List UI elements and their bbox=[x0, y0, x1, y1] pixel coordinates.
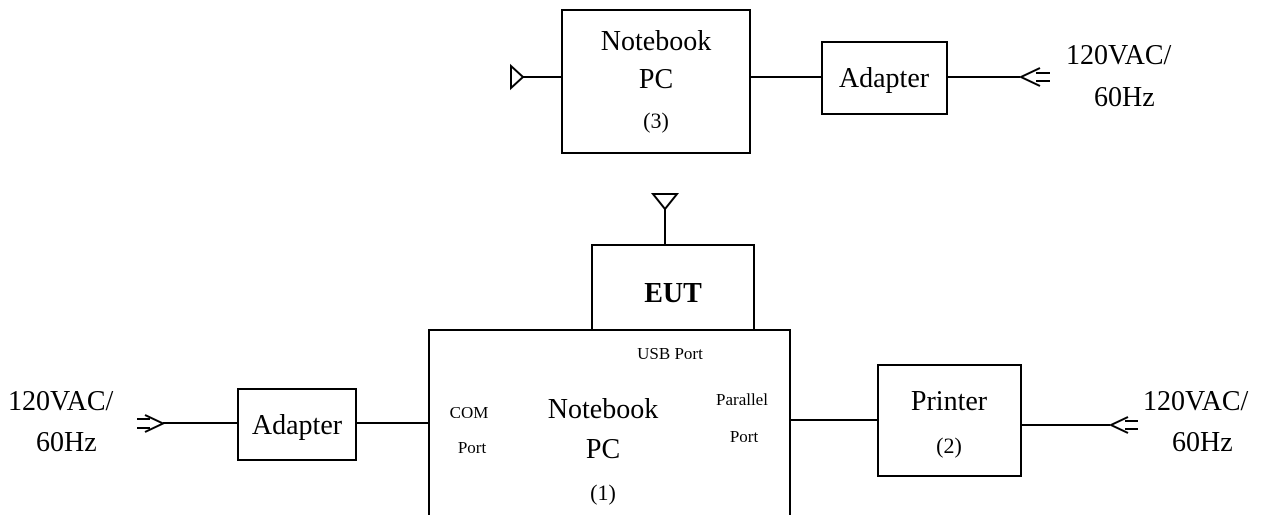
notebook-1-label-line1: Notebook bbox=[548, 394, 658, 425]
adapter-top-block: Adapter bbox=[821, 41, 948, 115]
notebook-3-label-line1: Notebook bbox=[601, 26, 711, 57]
com-port-label-line2: Port bbox=[458, 438, 487, 457]
power-left-line1: 120VAC/ bbox=[8, 386, 114, 417]
power-plug-top-icon bbox=[1018, 67, 1050, 87]
adapter-top-label: Adapter bbox=[839, 63, 930, 94]
power-right-line2: 60Hz bbox=[1172, 427, 1233, 458]
antenna-left-icon bbox=[510, 63, 562, 91]
printer-block: Printer (2) bbox=[877, 364, 1022, 477]
power-plug-left-icon bbox=[137, 414, 166, 433]
eut-block: EUT bbox=[591, 244, 755, 331]
antenna-eut-icon bbox=[650, 193, 680, 245]
printer-label: Printer bbox=[911, 386, 988, 417]
power-right-line1: 120VAC/ bbox=[1143, 386, 1249, 417]
notebook-1-index: (1) bbox=[590, 480, 616, 505]
parallel-port-label-line2: Port bbox=[730, 427, 759, 446]
com-port-label-line1: COM bbox=[450, 403, 489, 422]
printer-index: (2) bbox=[936, 433, 962, 458]
notebook-3-index: (3) bbox=[643, 108, 669, 133]
adapter-left-block: Adapter bbox=[237, 388, 357, 461]
adapter-left-label: Adapter bbox=[252, 410, 343, 441]
usb-port-label: USB Port bbox=[637, 344, 703, 363]
notebook-pc-3-block: Notebook PC (3) bbox=[561, 9, 751, 154]
power-top-line1: 120VAC/ bbox=[1066, 40, 1172, 71]
notebook-1-label-line2: PC bbox=[586, 434, 620, 465]
power-top-line2: 60Hz bbox=[1094, 82, 1155, 113]
notebook-3-label-line2: PC bbox=[639, 64, 673, 95]
parallel-port-label-line1: Parallel bbox=[716, 390, 768, 409]
notebook-pc-1-block: USB Port COM Port Notebook PC (1) Parall… bbox=[428, 329, 791, 515]
power-left-line2: 60Hz bbox=[36, 427, 97, 458]
eut-label: EUT bbox=[644, 278, 702, 309]
power-plug-right-icon bbox=[1108, 416, 1138, 434]
